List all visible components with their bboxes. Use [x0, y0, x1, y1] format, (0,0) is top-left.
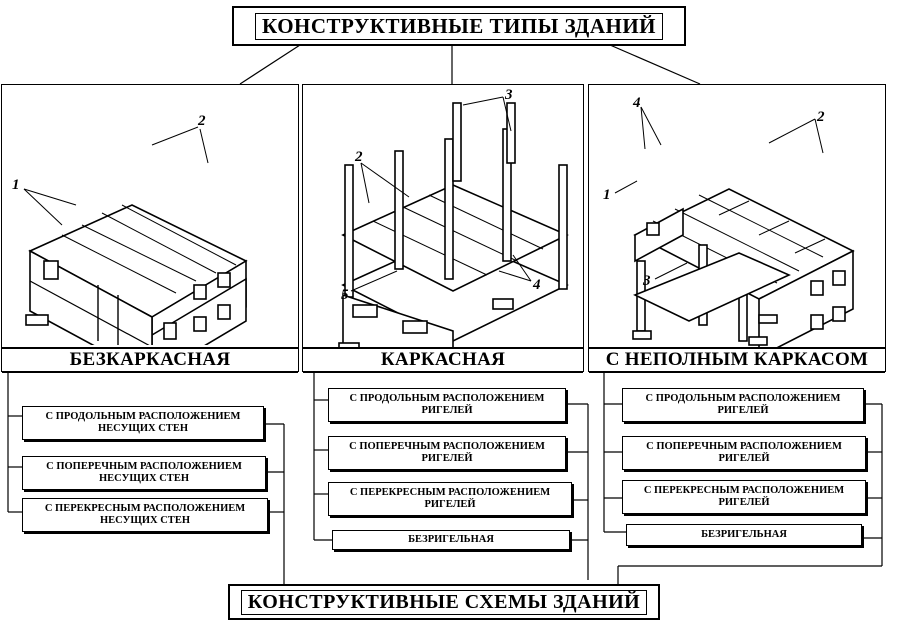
top-title-box: КОНСТРУКТИВНЫЕ ТИПЫ ЗДАНИЙ — [232, 6, 686, 46]
partial-callout-4: 4 — [632, 95, 641, 111]
panel-frameless: 2 1 БЕЗКАРКАСНАЯ — [1, 84, 299, 373]
scheme-line1: С ПРОДОЛЬНЫМ РАСПОЛОЖЕНИЕМ — [349, 393, 545, 404]
scheme-line2: НЕСУЩИХ СТЕН — [98, 423, 188, 434]
scheme-partial-longitudinal: С ПРОДОЛЬНЫМ РАСПОЛОЖЕНИЕМ РИГЕЛЕЙ — [622, 388, 864, 422]
frameless-callout-2: 2 — [197, 113, 206, 129]
scheme-line2: РИГЕЛЕЙ — [717, 405, 769, 416]
scheme-frameless-longitudinal: С ПРОДОЛЬНЫМ РАСПОЛОЖЕНИЕМ НЕСУЩИХ СТЕН — [22, 406, 264, 440]
scheme-line2: РИГЕЛЕЙ — [421, 405, 473, 416]
top-title: КОНСТРУКТИВНЫЕ ТИПЫ ЗДАНИЙ — [254, 12, 663, 40]
frame-callout-2: 2 — [354, 149, 363, 165]
panel-partial-frame: 2 4 1 3 С НЕПОЛНЫМ КАРКАСОМ — [588, 84, 886, 373]
bottom-title-box: КОНСТРУКТИВНЫЕ СХЕМЫ ЗДАНИЙ — [228, 584, 660, 620]
type-label-frame: КАРКАСНАЯ — [303, 347, 583, 373]
frame-callout-3: 3 — [504, 87, 513, 103]
scheme-line1: БЕЗРИГЕЛЬНАЯ — [408, 534, 494, 545]
scheme-line1: С ПРОДОЛЬНЫМ РАСПОЛОЖЕНИЕМ — [645, 393, 841, 404]
frameless-building-drawing: 2 1 — [12, 113, 248, 345]
scheme-line1: С ПОПЕРЕЧНЫМ РАСПОЛОЖЕНИЕМ — [349, 441, 545, 452]
frame-building-drawing: 3 2 4 5 — [338, 87, 569, 347]
scheme-line2: РИГЕЛЕЙ — [718, 453, 770, 464]
scheme-partial-beamless: БЕЗРИГЕЛЬНАЯ — [626, 524, 862, 546]
scheme-frame-longitudinal: С ПРОДОЛЬНЫМ РАСПОЛОЖЕНИЕМ РИГЕЛЕЙ — [328, 388, 566, 422]
scheme-partial-cross: С ПЕРЕКРЕСНЫМ РАСПОЛОЖЕНИЕМ РИГЕЛЕЙ — [622, 480, 866, 514]
scheme-line2: РИГЕЛЕЙ — [421, 453, 473, 464]
scheme-frame-transverse: С ПОПЕРЕЧНЫМ РАСПОЛОЖЕНИЕМ РИГЕЛЕЙ — [328, 436, 566, 470]
bottom-title: КОНСТРУКТИВНЫЕ СХЕМЫ ЗДАНИЙ — [240, 589, 648, 615]
type-label-frameless: БЕЗКАРКАСНАЯ — [2, 347, 298, 373]
scheme-line2: РИГЕЛЕЙ — [718, 497, 770, 508]
scheme-frameless-transverse: С ПОПЕРЕЧНЫМ РАСПОЛОЖЕНИЕМ НЕСУЩИХ СТЕН — [22, 456, 266, 490]
partial-frame-building-drawing: 2 4 1 3 — [603, 95, 855, 347]
scheme-line1: С ПОПЕРЕЧНЫМ РАСПОЛОЖЕНИЕМ — [46, 461, 242, 472]
scheme-line2: НЕСУЩИХ СТЕН — [99, 473, 189, 484]
scheme-line1: БЕЗРИГЕЛЬНАЯ — [701, 529, 787, 540]
partial-callout-1: 1 — [603, 187, 611, 203]
scheme-line1: С ПРОДОЛЬНЫМ РАСПОЛОЖЕНИЕМ — [45, 411, 241, 422]
frame-callout-4: 4 — [532, 277, 541, 293]
scheme-line1: С ПЕРЕКРЕСНЫМ РАСПОЛОЖЕНИЕМ — [44, 503, 246, 514]
scheme-frame-beamless: БЕЗРИГЕЛЬНАЯ — [332, 530, 570, 550]
frameless-callout-1: 1 — [12, 177, 20, 193]
scheme-line2: РИГЕЛЕЙ — [424, 499, 476, 510]
scheme-line2: НЕСУЩИХ СТЕН — [100, 515, 190, 526]
scheme-line1: С ПЕРЕКРЕСНЫМ РАСПОЛОЖЕНИЕМ — [349, 487, 551, 498]
scheme-frame-cross: С ПЕРЕКРЕСНЫМ РАСПОЛОЖЕНИЕМ РИГЕЛЕЙ — [328, 482, 572, 516]
partial-callout-3: 3 — [642, 273, 651, 289]
type-label-partial-frame: С НЕПОЛНЫМ КАРКАСОМ — [589, 347, 885, 373]
scheme-line1: С ПЕРЕКРЕСНЫМ РАСПОЛОЖЕНИЕМ — [643, 485, 845, 496]
scheme-line1: С ПОПЕРЕЧНЫМ РАСПОЛОЖЕНИЕМ — [646, 441, 842, 452]
scheme-frameless-cross: С ПЕРЕКРЕСНЫМ РАСПОЛОЖЕНИЕМ НЕСУЩИХ СТЕН — [22, 498, 268, 532]
partial-callout-2: 2 — [816, 109, 825, 125]
frame-callout-5: 5 — [341, 287, 349, 303]
panel-frame: 3 2 4 5 КАРКАСНАЯ — [302, 84, 584, 373]
scheme-partial-transverse: С ПОПЕРЕЧНЫМ РАСПОЛОЖЕНИЕМ РИГЕЛЕЙ — [622, 436, 866, 470]
